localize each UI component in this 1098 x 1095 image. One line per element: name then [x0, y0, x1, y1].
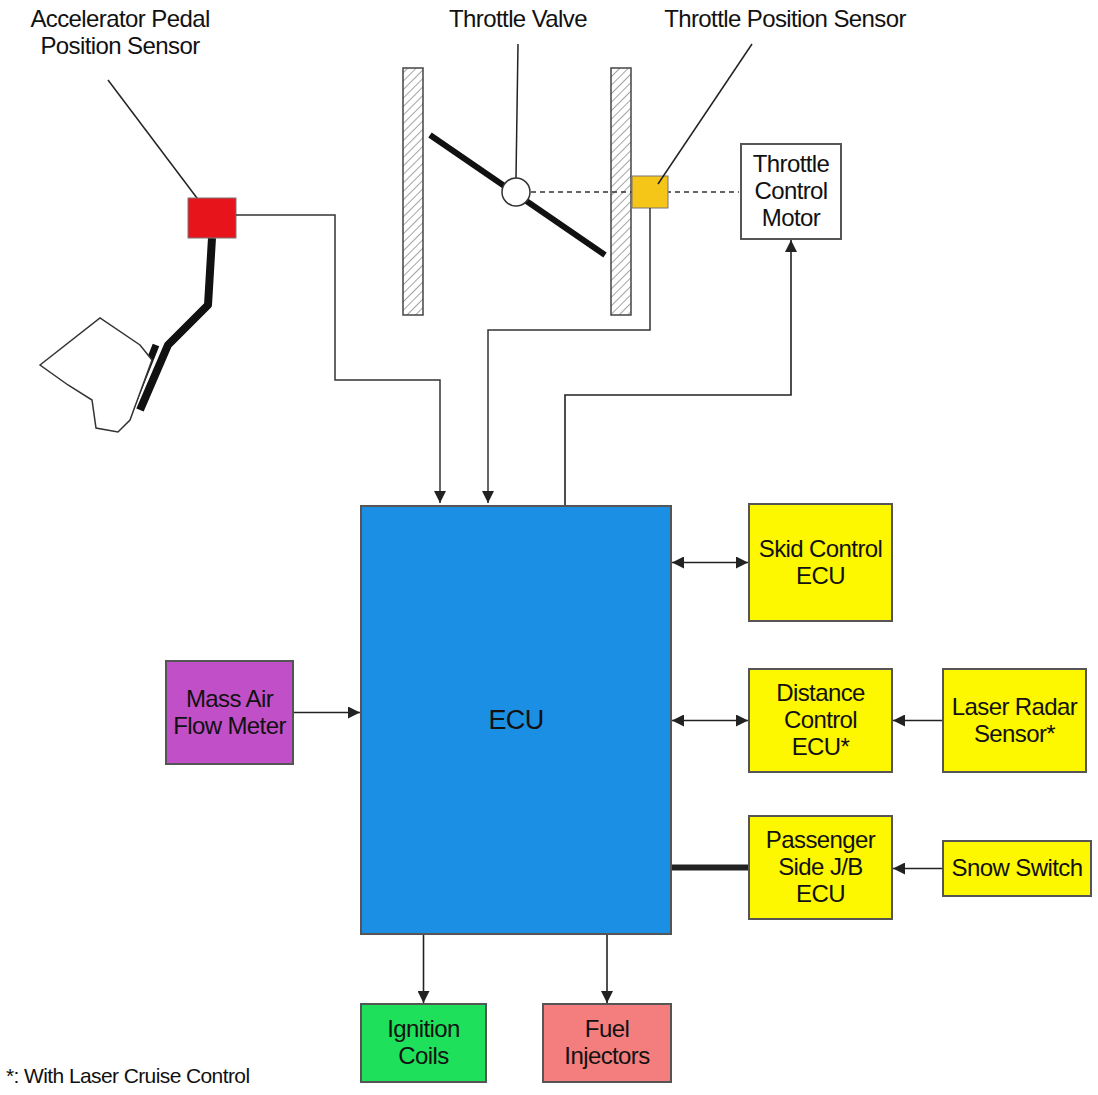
node-text: Ignition Coils [367, 1016, 480, 1070]
leader-line [516, 44, 518, 178]
ecu-box: Passenger Side J/B ECU [748, 815, 893, 920]
driver-foot [40, 318, 152, 432]
node-text: Snow Switch [952, 855, 1083, 882]
signal-connector [294, 712, 360, 714]
node-text: Throttle Control Motor [747, 151, 835, 232]
throttle-shaft [502, 178, 530, 206]
node-text: Fuel Injectors [549, 1016, 665, 1070]
signal-wire [488, 208, 650, 503]
node-text: Laser Radar Sensor* [949, 694, 1080, 748]
signal-connector [565, 240, 791, 505]
signal-wire [236, 215, 440, 503]
part-name: Throttle Position Sensor [640, 6, 930, 33]
node-text: Skid Control ECU [755, 536, 886, 590]
ecu-box: Distance Control ECU* [748, 668, 893, 773]
leader-line [108, 80, 206, 210]
throttle-plate [430, 135, 605, 255]
node-text: Passenger Side J/B ECU [755, 827, 886, 908]
motor-box: Throttle Control Motor [740, 143, 842, 240]
signal-connector [423, 935, 425, 1003]
signal-connector [606, 935, 608, 1003]
signal-connector [893, 720, 942, 722]
sensor-box: Mass Air Flow Meter [165, 660, 294, 765]
signal-connector [672, 865, 748, 871]
node-text: ECU [488, 705, 543, 735]
output-box: Fuel Injectors [542, 1003, 672, 1083]
throttle-wall [403, 68, 423, 315]
signal-connector [672, 562, 748, 564]
throttle-position-sensor [632, 176, 668, 208]
part-name: Throttle Valve [430, 6, 606, 33]
leader-line [658, 44, 752, 184]
signal-connector [893, 868, 942, 870]
accelerator-pedal-position-sensor [188, 198, 236, 238]
signal-connector [672, 720, 748, 722]
ecu-box: ECU [360, 505, 672, 935]
sensor-box: Laser Radar Sensor* [942, 668, 1087, 773]
output-box: Ignition Coils [360, 1003, 487, 1083]
part-name: Accelerator Pedal Position Sensor [10, 6, 230, 60]
footnote: *: With Laser Cruise Control [6, 1064, 326, 1088]
pedal-arm [140, 238, 212, 410]
ecu-box: Skid Control ECU [748, 503, 893, 622]
node-text: Mass Air Flow Meter [172, 686, 287, 740]
node-text: Distance Control ECU* [755, 680, 886, 761]
switch-box: Snow Switch [942, 840, 1092, 897]
